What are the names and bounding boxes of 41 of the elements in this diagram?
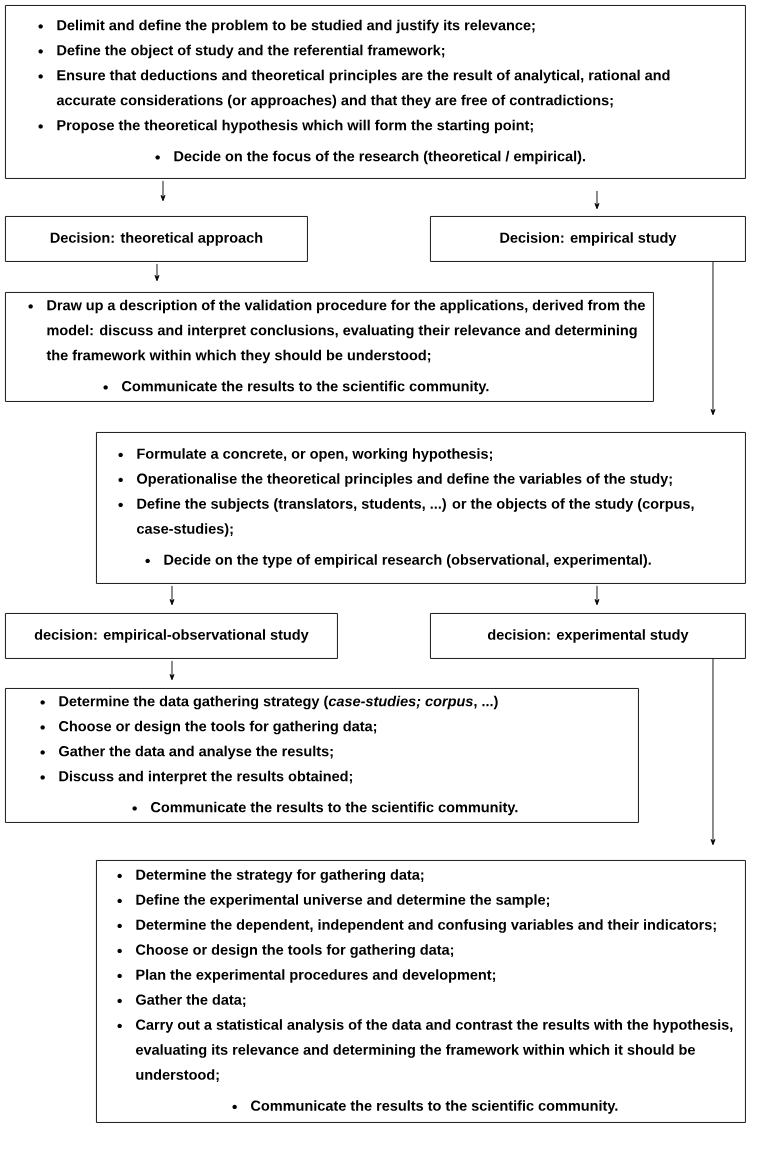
- decision-box: Decision: empirical study: [430, 216, 746, 262]
- list-item: Define the subjects (translators, students, ...) or the objects of the study (corpus, case-studies);: [137, 498, 694, 537]
- arrow: [594, 585, 600, 606]
- list-item: Communicate the results to the scientific community.: [122, 380, 489, 395]
- text-box: [96, 860, 746, 1123]
- text-box: [5, 5, 746, 179]
- text-box: [5, 688, 639, 823]
- list-item: Decide on the focus of the research (theoretical / empirical).: [174, 150, 585, 165]
- arrow: [169, 585, 175, 606]
- list-item: Communicate the results to the scientific community.: [251, 1100, 618, 1114]
- list-item: Decide on the type of empirical research (observational, experimental).: [164, 554, 651, 568]
- list-item: Choose or design the tools for gathering data;: [59, 720, 377, 735]
- list-item: Communicate the results to the scientific community.: [151, 801, 518, 816]
- list-item: Delimit and define the problem to be studied and justify its relevance;: [57, 19, 535, 34]
- list-item: Formulate a concrete, or open, working hypothesis;: [137, 448, 492, 462]
- list-item: Determine the dependent, independent and confusing variables and their indicators;: [136, 919, 716, 933]
- text-box: [5, 292, 654, 402]
- text-box: [96, 432, 746, 584]
- list-item: Determine the strategy for gathering data;: [136, 869, 424, 883]
- decision-box: decision: empirical-observational study: [5, 613, 338, 659]
- list-item: Plan the experimental procedures and development;: [136, 969, 496, 983]
- list-item: Discuss and interpret the results obtained;: [59, 770, 352, 785]
- list-item: Draw up a description of the validation procedure for the applications, derived from the model: discuss and interpret conclusions, evaluating their relevance and determining the framework within which they should be understood;: [46, 299, 645, 364]
- list-item: Propose the theoretical hypothesis which will form the starting point;: [57, 119, 533, 134]
- list-item: Carry out a statistical analysis of the data and contrast the results with the hypothesis, evaluating its relevance and determining the framework within which it should be understood;: [136, 1019, 733, 1082]
- list-item: Define the experimental universe and determine the sample;: [136, 894, 549, 908]
- list-item: Determine the data gathering strategy (case-studies; corpus, ...): [59, 695, 498, 710]
- list-item: Gather the data and analyse the results;: [59, 745, 333, 760]
- arrow: [154, 263, 160, 282]
- arrow: [594, 190, 600, 210]
- list-item: Define the object of study and the referential framework;: [57, 44, 445, 59]
- list-item: Choose or design the tools for gathering data;: [136, 944, 454, 958]
- decision-box: Decision: theoretical approach: [5, 216, 308, 262]
- list-item: Operationalise the theoretical principles and define the variables of the study;: [137, 473, 672, 487]
- arrow: [169, 660, 175, 681]
- list-item: Ensure that deductions and theoretical principles are the result of analytical, rational and accurate considerations (or approaches) and that they are free of contradictions;: [56, 69, 670, 109]
- arrow: [710, 658, 716, 846]
- arrow: [710, 261, 716, 416]
- arrow: [160, 180, 166, 202]
- decision-box: decision: experimental study: [430, 613, 746, 659]
- list-item: Gather the data;: [136, 994, 246, 1007]
